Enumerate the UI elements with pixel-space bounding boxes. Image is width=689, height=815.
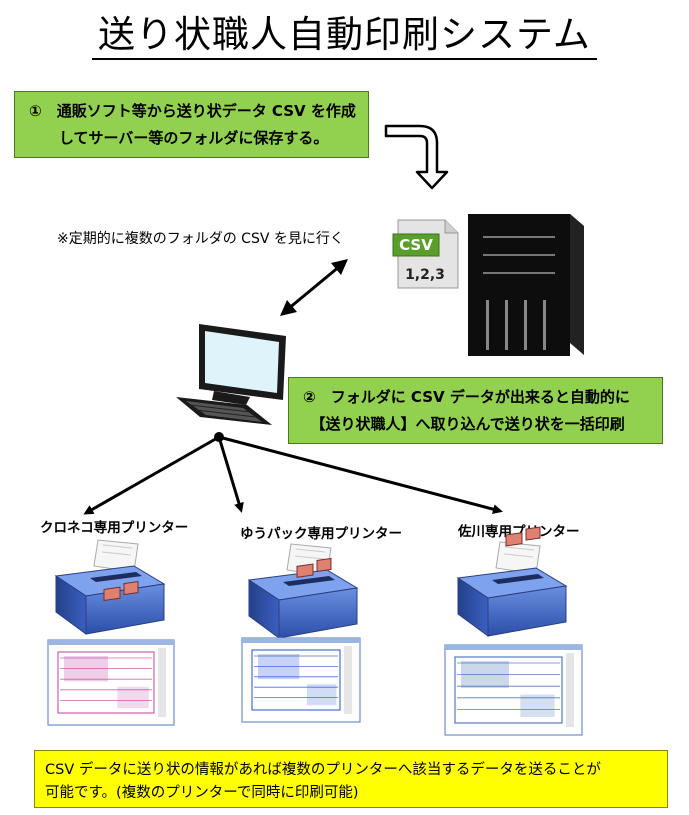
csv-badge: CSV xyxy=(399,236,433,254)
server-icon xyxy=(468,214,584,356)
printer-icon xyxy=(456,526,568,637)
printer-label-yupack: ゆうパック専用プリンター xyxy=(240,526,402,542)
footer-box: CSV データに送り状の情報があれば複数のプリンターへ該当するデータを送ることが… xyxy=(34,750,668,808)
printer-icon xyxy=(54,539,166,635)
branch-node xyxy=(214,432,224,442)
arrow-to-sagawa xyxy=(218,435,503,515)
arrow-to-yupack xyxy=(217,436,244,513)
printer-label-kuroneko: クロネコ専用プリンター xyxy=(40,520,189,536)
label-sheet-thumbnail xyxy=(241,637,361,723)
printer-label-sagawa: 佐川専用プリンター xyxy=(458,524,580,540)
label-sheet-thumbnail xyxy=(444,644,583,736)
printer-icon xyxy=(247,543,359,639)
page-title: 送り状職人自動印刷システム xyxy=(0,4,689,60)
csv-caption: 1,2,3 xyxy=(405,267,445,283)
sync-arrow-icon xyxy=(280,259,348,316)
label-sheet-thumbnail xyxy=(47,639,175,726)
csv-file-icon: CSV 1,2,3 xyxy=(392,219,459,289)
step-2-box: ② フォルダに CSV データが出来ると自動的に 【送り状職人】へ取り込んで送り… xyxy=(288,377,663,444)
arrow-to-kuroneko xyxy=(83,435,220,515)
computer-icon xyxy=(176,324,286,425)
bent-arrow-icon xyxy=(384,124,449,190)
polling-note: ※定期的に複数のフォルダの CSV を見に行く xyxy=(57,231,344,247)
step-1-box: ① 通販ソフト等から送り状データ CSV を作成 してサーバー等のフォルダに保存… xyxy=(14,91,369,158)
